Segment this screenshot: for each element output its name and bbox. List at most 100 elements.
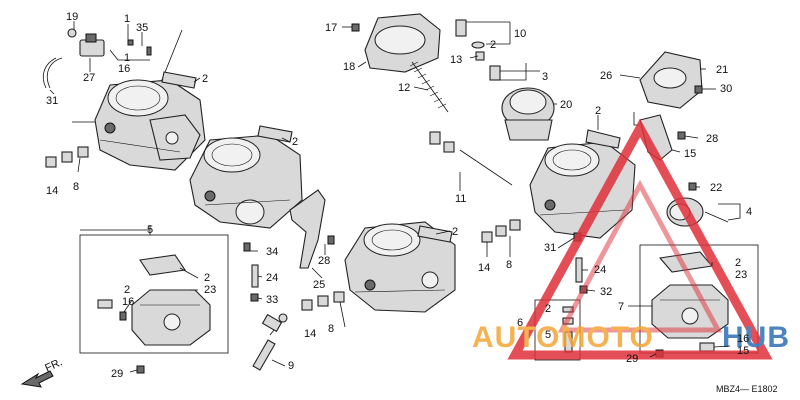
label-26: 26	[600, 70, 612, 82]
label-14-left: 14	[46, 185, 58, 197]
label-30: 30	[720, 83, 732, 95]
label-13: 13	[450, 54, 462, 66]
label-2-b: 2	[292, 136, 298, 148]
label-22: 22	[710, 182, 722, 194]
label-8-center: 8	[328, 323, 334, 335]
label-27: 27	[83, 72, 95, 84]
label-10: 10	[514, 28, 526, 40]
screw-34-left	[243, 242, 251, 252]
label-4: 4	[746, 206, 752, 218]
diaphragm-piston-20	[501, 87, 555, 141]
needle-assembly-11	[429, 131, 513, 186]
label-14-center: 14	[304, 328, 316, 340]
washer-2-top	[471, 41, 485, 49]
label-2-d: 2	[595, 105, 601, 117]
label-2-left-small: 2	[124, 284, 130, 296]
watermark-text-automoto: AUTOMOTO	[472, 321, 654, 354]
label-6: 6	[517, 317, 523, 329]
watermark-text-hub: HUB	[722, 321, 790, 354]
label-35: 35	[136, 22, 148, 34]
label-24-right: 24	[594, 264, 606, 276]
connector-part-27	[42, 28, 105, 89]
label-23-right: 23	[735, 269, 747, 281]
pilot-screw-9	[252, 313, 288, 371]
label-21: 21	[716, 64, 728, 76]
label-9: 9	[288, 360, 294, 372]
spring-12	[409, 61, 449, 113]
label-5: 5	[147, 224, 153, 236]
label-2-box6: 2	[545, 303, 551, 315]
label-3: 3	[542, 71, 548, 83]
front-direction-arrow: FR.	[20, 356, 64, 388]
label-1-top: 1	[124, 13, 130, 25]
clip-13	[475, 51, 485, 61]
jet-needle-10	[455, 19, 467, 37]
part-number-labels: 19 1 35 27 1 16 2 31 14 8 2 34 24 33 28 …	[46, 11, 752, 380]
needle-holder-3	[489, 65, 501, 81]
label-32: 32	[600, 286, 612, 298]
pilot-screw-set-left	[45, 146, 89, 168]
screw-22	[688, 182, 697, 191]
bolt-28-left	[327, 235, 335, 245]
label-31-right: 31	[544, 242, 556, 254]
label-34-left: 34	[266, 246, 278, 258]
label-2-left-box: 2	[204, 272, 210, 284]
bolt-28-right	[677, 131, 686, 140]
screw-29-left	[136, 365, 145, 374]
top-cover-18	[364, 13, 441, 73]
label-31-left: 31	[46, 95, 58, 107]
jet-1	[146, 46, 152, 56]
carburetor-4	[529, 141, 636, 239]
label-19: 19	[66, 11, 78, 23]
gasket-2d	[585, 129, 621, 149]
carburetor-2	[189, 134, 303, 229]
pump-cover-21	[639, 51, 703, 109]
label-14-right: 14	[478, 262, 490, 274]
float-chamber-7-right	[651, 284, 729, 339]
label-28-left: 28	[318, 255, 330, 267]
drain-screw-left	[97, 299, 113, 309]
label-18: 18	[343, 61, 355, 73]
label-25: 25	[313, 279, 325, 291]
label-5-box6: 5	[545, 329, 551, 341]
pilot-screw-set-center	[301, 291, 345, 311]
carburetor-3	[344, 221, 456, 313]
gasket-23-left	[139, 254, 186, 276]
gasket-2a	[161, 71, 197, 89]
screw-30	[694, 85, 703, 94]
label-17: 17	[325, 22, 337, 34]
screw-24-right	[575, 257, 583, 283]
label-16-left: 16	[122, 296, 134, 308]
watermark-logo: AUTOMOTO HUB	[472, 118, 790, 360]
label-16-top: 16	[118, 63, 130, 75]
label-23-left: 23	[204, 284, 216, 296]
carburetor-1	[94, 79, 206, 171]
label-2-top: 2	[490, 39, 496, 51]
diagram-code: MBZ4— E1802	[716, 384, 778, 394]
label-29-left: 29	[111, 368, 123, 380]
label-2-right-box: 2	[735, 257, 741, 269]
label-29-right: 29	[626, 353, 638, 365]
label-15-top: 15	[684, 148, 696, 160]
bracket-25	[289, 189, 326, 269]
group-box-5	[79, 234, 229, 354]
label-11: 11	[455, 193, 466, 205]
drain-screw-right	[699, 342, 715, 352]
label-15-bottom: 15	[737, 345, 749, 357]
label-7: 7	[618, 301, 624, 313]
group-box-5-top	[80, 229, 151, 235]
label-12: 12	[398, 82, 410, 94]
label-8-left: 8	[73, 181, 79, 193]
label-33: 33	[266, 294, 278, 306]
label-1: 1	[124, 52, 130, 64]
label-28-right: 28	[706, 133, 718, 145]
label-2-a: 2	[202, 73, 208, 85]
screw-16-left	[119, 311, 127, 321]
label-2-c: 2	[452, 226, 458, 238]
label-20: 20	[560, 99, 572, 111]
pilot-screw-set-right	[481, 219, 521, 243]
label-16-right: 16	[737, 333, 749, 345]
label-24-left: 24	[266, 272, 278, 284]
